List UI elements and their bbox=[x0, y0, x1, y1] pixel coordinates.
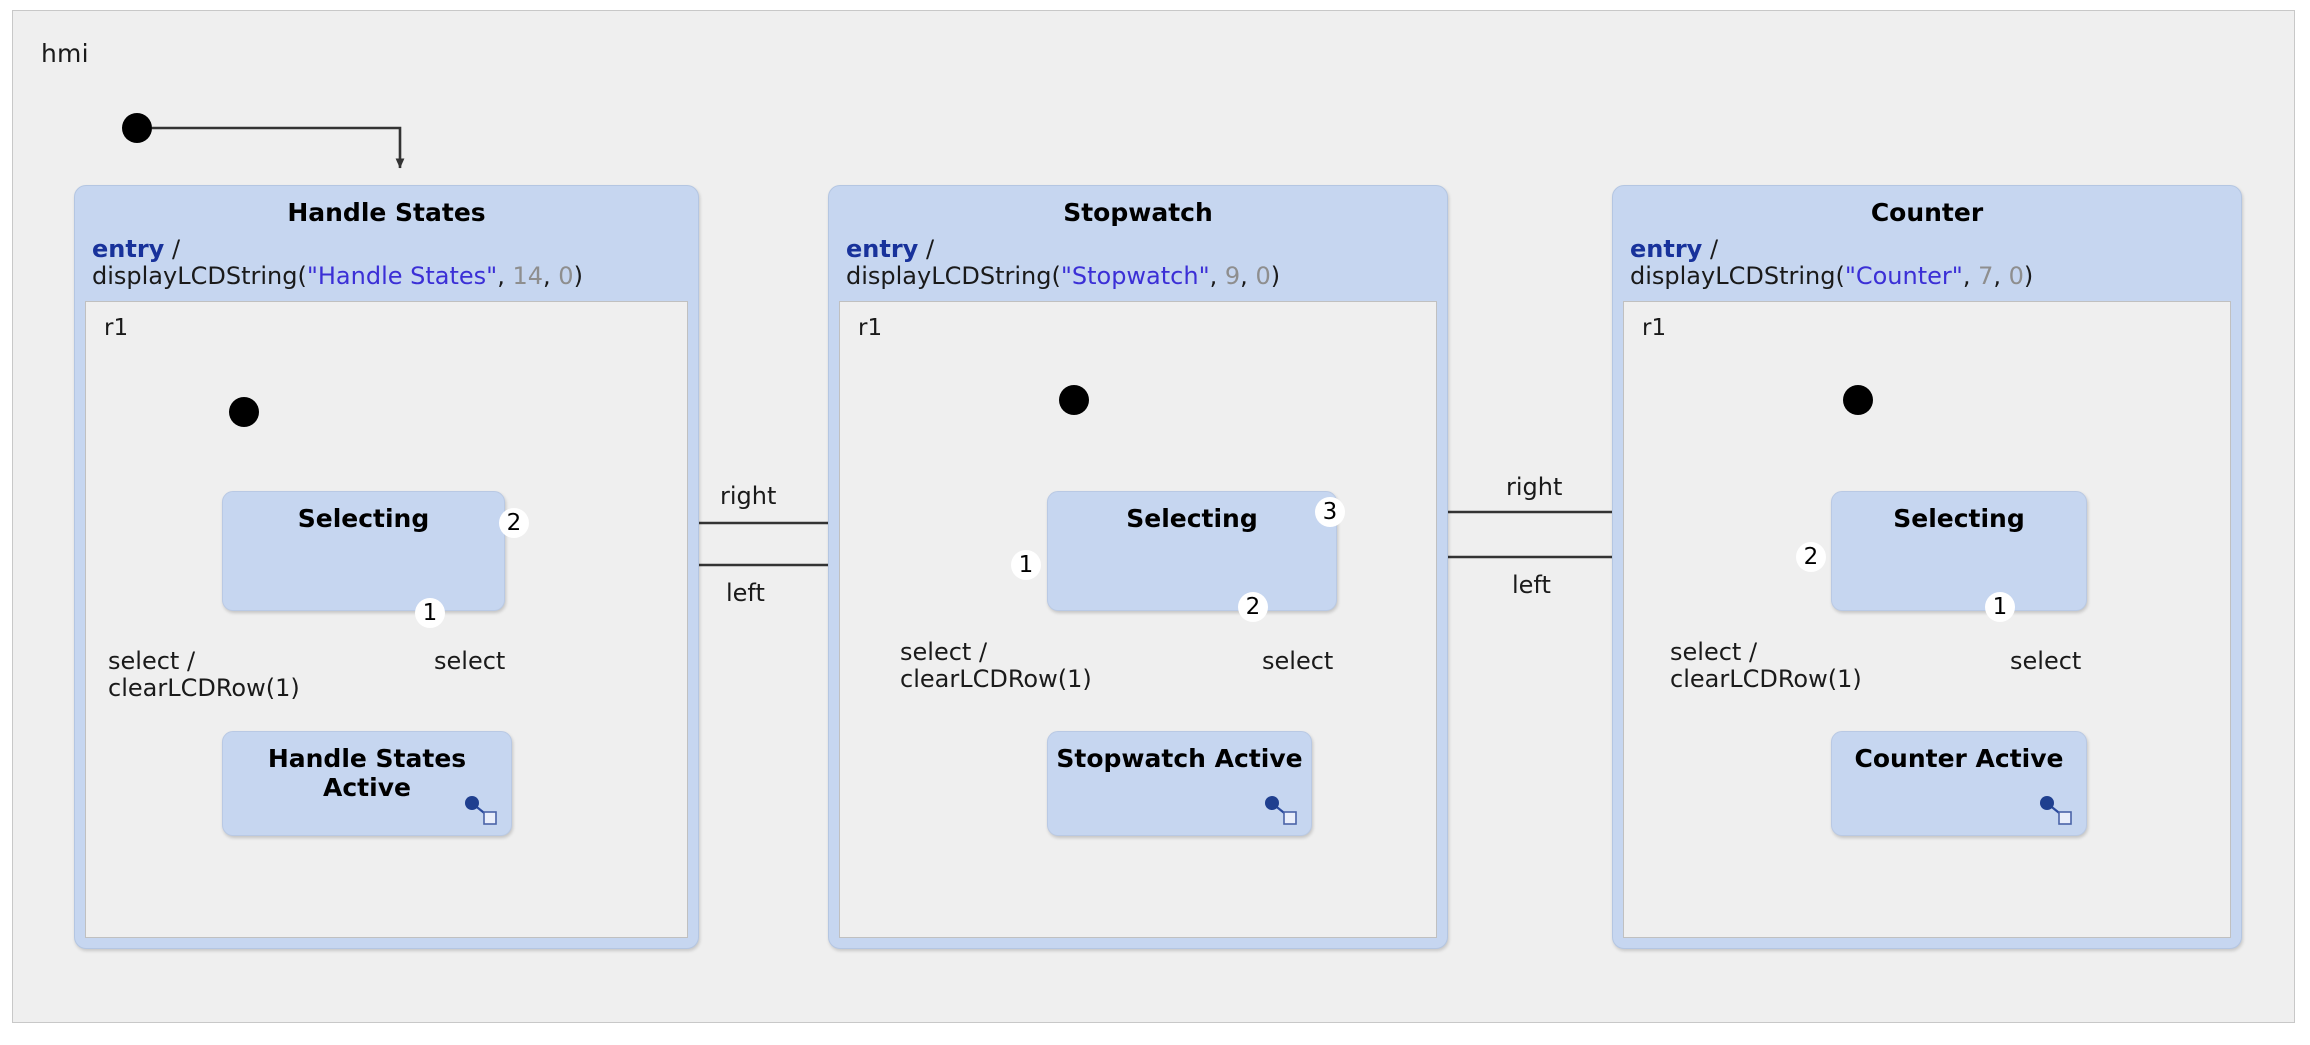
initial-node-root[interactable] bbox=[122, 113, 152, 143]
state-label: Selecting bbox=[1893, 504, 2025, 533]
submachine-reference-icon bbox=[465, 796, 497, 825]
label-text: right bbox=[1506, 473, 1563, 501]
state-selecting[interactable]: Selecting bbox=[1047, 491, 1337, 611]
label-line-1: select / bbox=[900, 638, 988, 666]
entry-num-arg-2: 0 bbox=[558, 261, 574, 290]
entry-num-arg-1: 9 bbox=[1224, 261, 1241, 290]
entry-keyword: entry bbox=[92, 235, 165, 263]
label-text: select bbox=[2010, 647, 2082, 675]
state-stopwatch-active[interactable]: Stopwatch Active bbox=[1047, 731, 1312, 836]
label-line-2: clearLCDRow(1) bbox=[900, 665, 1092, 694]
transition-badge-right-out[interactable]: 2 bbox=[499, 508, 529, 538]
entry-slash: / bbox=[1709, 235, 1719, 263]
entry-comma-2: , bbox=[1240, 261, 1256, 290]
transition-label-select: select bbox=[1262, 647, 1334, 675]
region-label: r1 bbox=[858, 315, 883, 341]
entry-slash: / bbox=[925, 235, 935, 263]
transition-label-select: select bbox=[2010, 647, 2082, 675]
entry-keyword: entry bbox=[1630, 235, 1703, 263]
label-line-1: select / bbox=[108, 647, 196, 675]
transition-badge-left-out[interactable]: 1 bbox=[1011, 550, 1041, 580]
state-selecting[interactable]: Selecting bbox=[1831, 491, 2087, 611]
entry-call-prefix: displayLCDString( bbox=[1630, 261, 1845, 290]
state-counter-active[interactable]: Counter Active bbox=[1831, 731, 2087, 836]
badge-number: 3 bbox=[1322, 499, 1338, 525]
entry-call-suffix: ) bbox=[2023, 261, 2034, 290]
transition-label-select: select bbox=[434, 647, 506, 675]
root-label: hmi bbox=[41, 39, 89, 68]
entry-keyword: entry bbox=[846, 235, 919, 263]
entry-comma-2: , bbox=[543, 261, 559, 290]
transition-badge-right-out[interactable]: 3 bbox=[1315, 497, 1345, 527]
state-handle-states-active[interactable]: Handle States Active bbox=[222, 731, 512, 836]
entry-action: entry / displayLCDString("Stopwatch", 9,… bbox=[846, 236, 1437, 290]
state-label: Stopwatch Active bbox=[1056, 744, 1303, 773]
badge-number: 2 bbox=[1803, 544, 1819, 570]
entry-num-arg-1: 14 bbox=[512, 261, 544, 290]
submachine-reference-icon bbox=[2040, 796, 2072, 825]
label-text: left bbox=[726, 579, 765, 607]
label-text: select bbox=[434, 647, 506, 675]
initial-node-region[interactable] bbox=[1843, 385, 1873, 415]
transition-label-select-clear: select / clearLCDRow(1) bbox=[900, 638, 1092, 694]
label-line-1: select / bbox=[1670, 638, 1758, 666]
label-line-2: clearLCDRow(1) bbox=[1670, 665, 1862, 694]
entry-comma-1: , bbox=[1962, 261, 1979, 290]
composite-title: Counter bbox=[1870, 198, 1984, 227]
entry-num-arg-1: 7 bbox=[1978, 261, 1994, 290]
entry-comma-1: , bbox=[497, 261, 513, 290]
transition-label-select-clear: select / clearLCDRow(1) bbox=[1670, 638, 1862, 694]
composite-state-stopwatch[interactable]: Stopwatch entry / displayLCDString("Stop… bbox=[828, 185, 1448, 949]
badge-number: 1 bbox=[1992, 594, 2008, 620]
label-text: left bbox=[1512, 571, 1551, 599]
entry-string-arg: "Counter" bbox=[1844, 261, 1963, 290]
composite-state-counter[interactable]: Counter entry / displayLCDString("Counte… bbox=[1612, 185, 2242, 949]
state-label: Counter Active bbox=[1854, 744, 2064, 773]
state-selecting[interactable]: Selecting bbox=[222, 491, 505, 611]
badge-number: 2 bbox=[506, 510, 522, 536]
region-label: r1 bbox=[1642, 315, 1667, 341]
badge-number: 1 bbox=[422, 600, 438, 626]
initial-node-region[interactable] bbox=[1059, 385, 1089, 415]
composite-title: Handle States bbox=[287, 198, 486, 227]
badge-number: 2 bbox=[1245, 594, 1261, 620]
region-r1[interactable]: r1 bbox=[1623, 301, 2231, 938]
entry-num-arg-2: 0 bbox=[1255, 261, 1271, 290]
entry-string-arg: "Handle States" bbox=[306, 261, 498, 290]
transition-badge-select-down[interactable]: 1 bbox=[1985, 592, 2015, 622]
entry-comma-1: , bbox=[1209, 261, 1225, 290]
entry-call-prefix: displayLCDString( bbox=[846, 261, 1061, 290]
transition-label-left-2: left bbox=[1512, 571, 1551, 599]
label-line-2: clearLCDRow(1) bbox=[108, 674, 300, 703]
entry-action: entry / displayLCDString("Counter", 7, 0… bbox=[1630, 236, 2231, 290]
submachine-reference-icon bbox=[1265, 796, 1297, 825]
badge-number: 1 bbox=[1018, 552, 1034, 578]
transition-badge-select-down[interactable]: 1 bbox=[415, 598, 445, 628]
composite-state-handle-states[interactable]: Handle States entry / displayLCDString("… bbox=[74, 185, 699, 949]
entry-slash: / bbox=[171, 235, 181, 263]
entry-action: entry / displayLCDString("Handle States"… bbox=[92, 236, 688, 290]
composite-title: Stopwatch bbox=[1063, 198, 1213, 227]
label-text: right bbox=[720, 482, 777, 510]
state-label: Handle States Active bbox=[267, 744, 467, 802]
transition-label-right-1: right bbox=[720, 482, 777, 510]
region-r1[interactable]: r1 bbox=[839, 301, 1437, 938]
entry-num-arg-2: 0 bbox=[2008, 261, 2024, 290]
state-label: Selecting bbox=[297, 504, 430, 533]
transition-label-right-2: right bbox=[1506, 473, 1563, 501]
label-text: select bbox=[1262, 647, 1334, 675]
entry-comma-2: , bbox=[1993, 261, 2009, 290]
transition-label-select-clear: select / clearLCDRow(1) bbox=[108, 647, 300, 703]
entry-call-suffix: ) bbox=[573, 261, 583, 290]
initial-node-region[interactable] bbox=[229, 397, 259, 427]
transition-badge-select-down[interactable]: 2 bbox=[1238, 592, 1268, 622]
entry-call-prefix: displayLCDString( bbox=[92, 261, 307, 290]
region-label: r1 bbox=[104, 315, 129, 341]
state-label: Selecting bbox=[1126, 504, 1258, 533]
transition-label-left-1: left bbox=[726, 579, 765, 607]
transition-badge-left-out[interactable]: 2 bbox=[1796, 542, 1826, 572]
entry-string-arg: "Stopwatch" bbox=[1060, 261, 1210, 290]
region-r1[interactable]: r1 bbox=[85, 301, 688, 938]
entry-call-suffix: ) bbox=[1270, 261, 1281, 290]
